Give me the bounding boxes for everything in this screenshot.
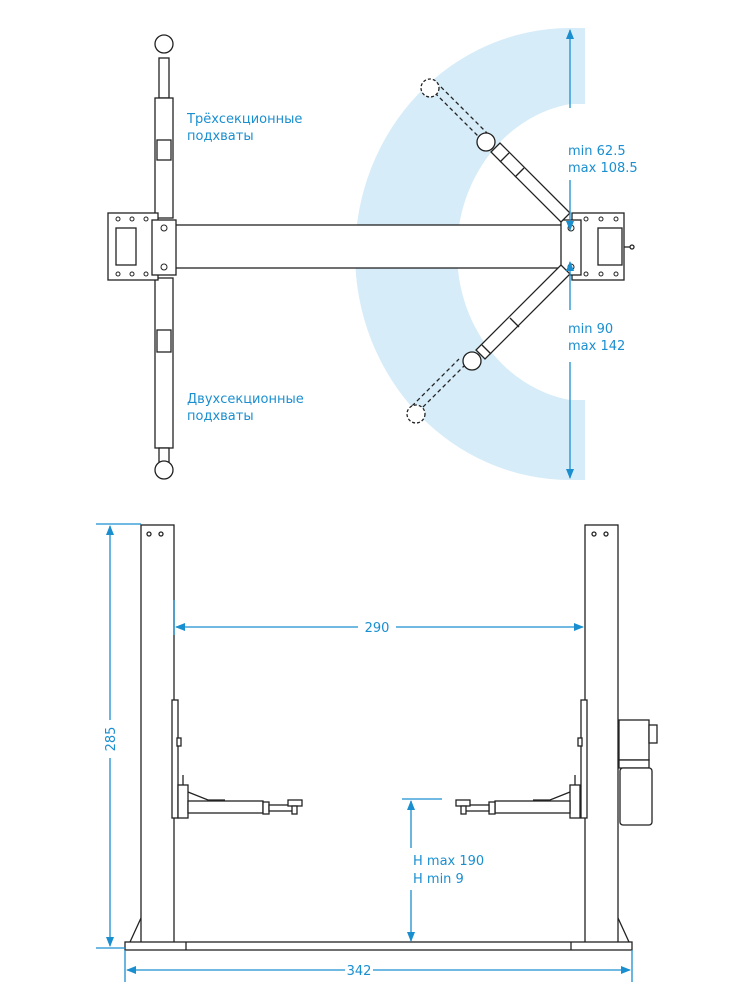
outer-width-dimension: 342 <box>124 950 633 982</box>
two-section-label-line1: Двухсекционные <box>187 392 304 407</box>
lift-pad-icon <box>154 34 174 54</box>
height-total-label: 285 <box>104 727 119 752</box>
top-view: Трёхсекционные подхваты Двухсекционные п… <box>107 28 638 480</box>
inner-width-dimension: 290 <box>173 600 584 636</box>
lift-pad-icon <box>154 460 174 480</box>
upper-arm-three-section <box>420 78 571 223</box>
height-dimension: 285 <box>96 523 141 949</box>
outer-width-label: 342 <box>347 964 372 979</box>
right-lift-arm <box>455 775 581 819</box>
right-post <box>577 524 630 944</box>
lift-height-min: H min 9 <box>413 872 464 887</box>
left-post <box>129 524 182 944</box>
inner-width-label: 290 <box>365 621 390 636</box>
lower-arm-max: max 142 <box>568 339 625 354</box>
left-arms-vertical <box>154 34 174 480</box>
upper-arm-max: max 108.5 <box>568 161 638 176</box>
left-post-base <box>107 212 177 281</box>
lift-height-dimension: H max 190 H min 9 <box>402 798 484 942</box>
front-view: 285 290 342 H max 190 H min 9 <box>96 523 658 982</box>
arm-sweep-area <box>355 28 585 480</box>
crossbeam <box>174 224 564 269</box>
hydraulic-power-unit <box>618 719 658 826</box>
three-section-label-line1: Трёхсекционные <box>186 112 302 127</box>
right-post-base <box>560 212 635 281</box>
three-section-label-line2: подхваты <box>187 129 254 144</box>
base-plate <box>124 941 633 951</box>
two-section-label-line2: подхваты <box>187 409 254 424</box>
left-lift-arm <box>177 775 303 819</box>
upper-arm-min: min 62.5 <box>568 144 626 159</box>
lift-height-max: H max 190 <box>413 854 484 869</box>
lower-arm-min: min 90 <box>568 322 613 337</box>
